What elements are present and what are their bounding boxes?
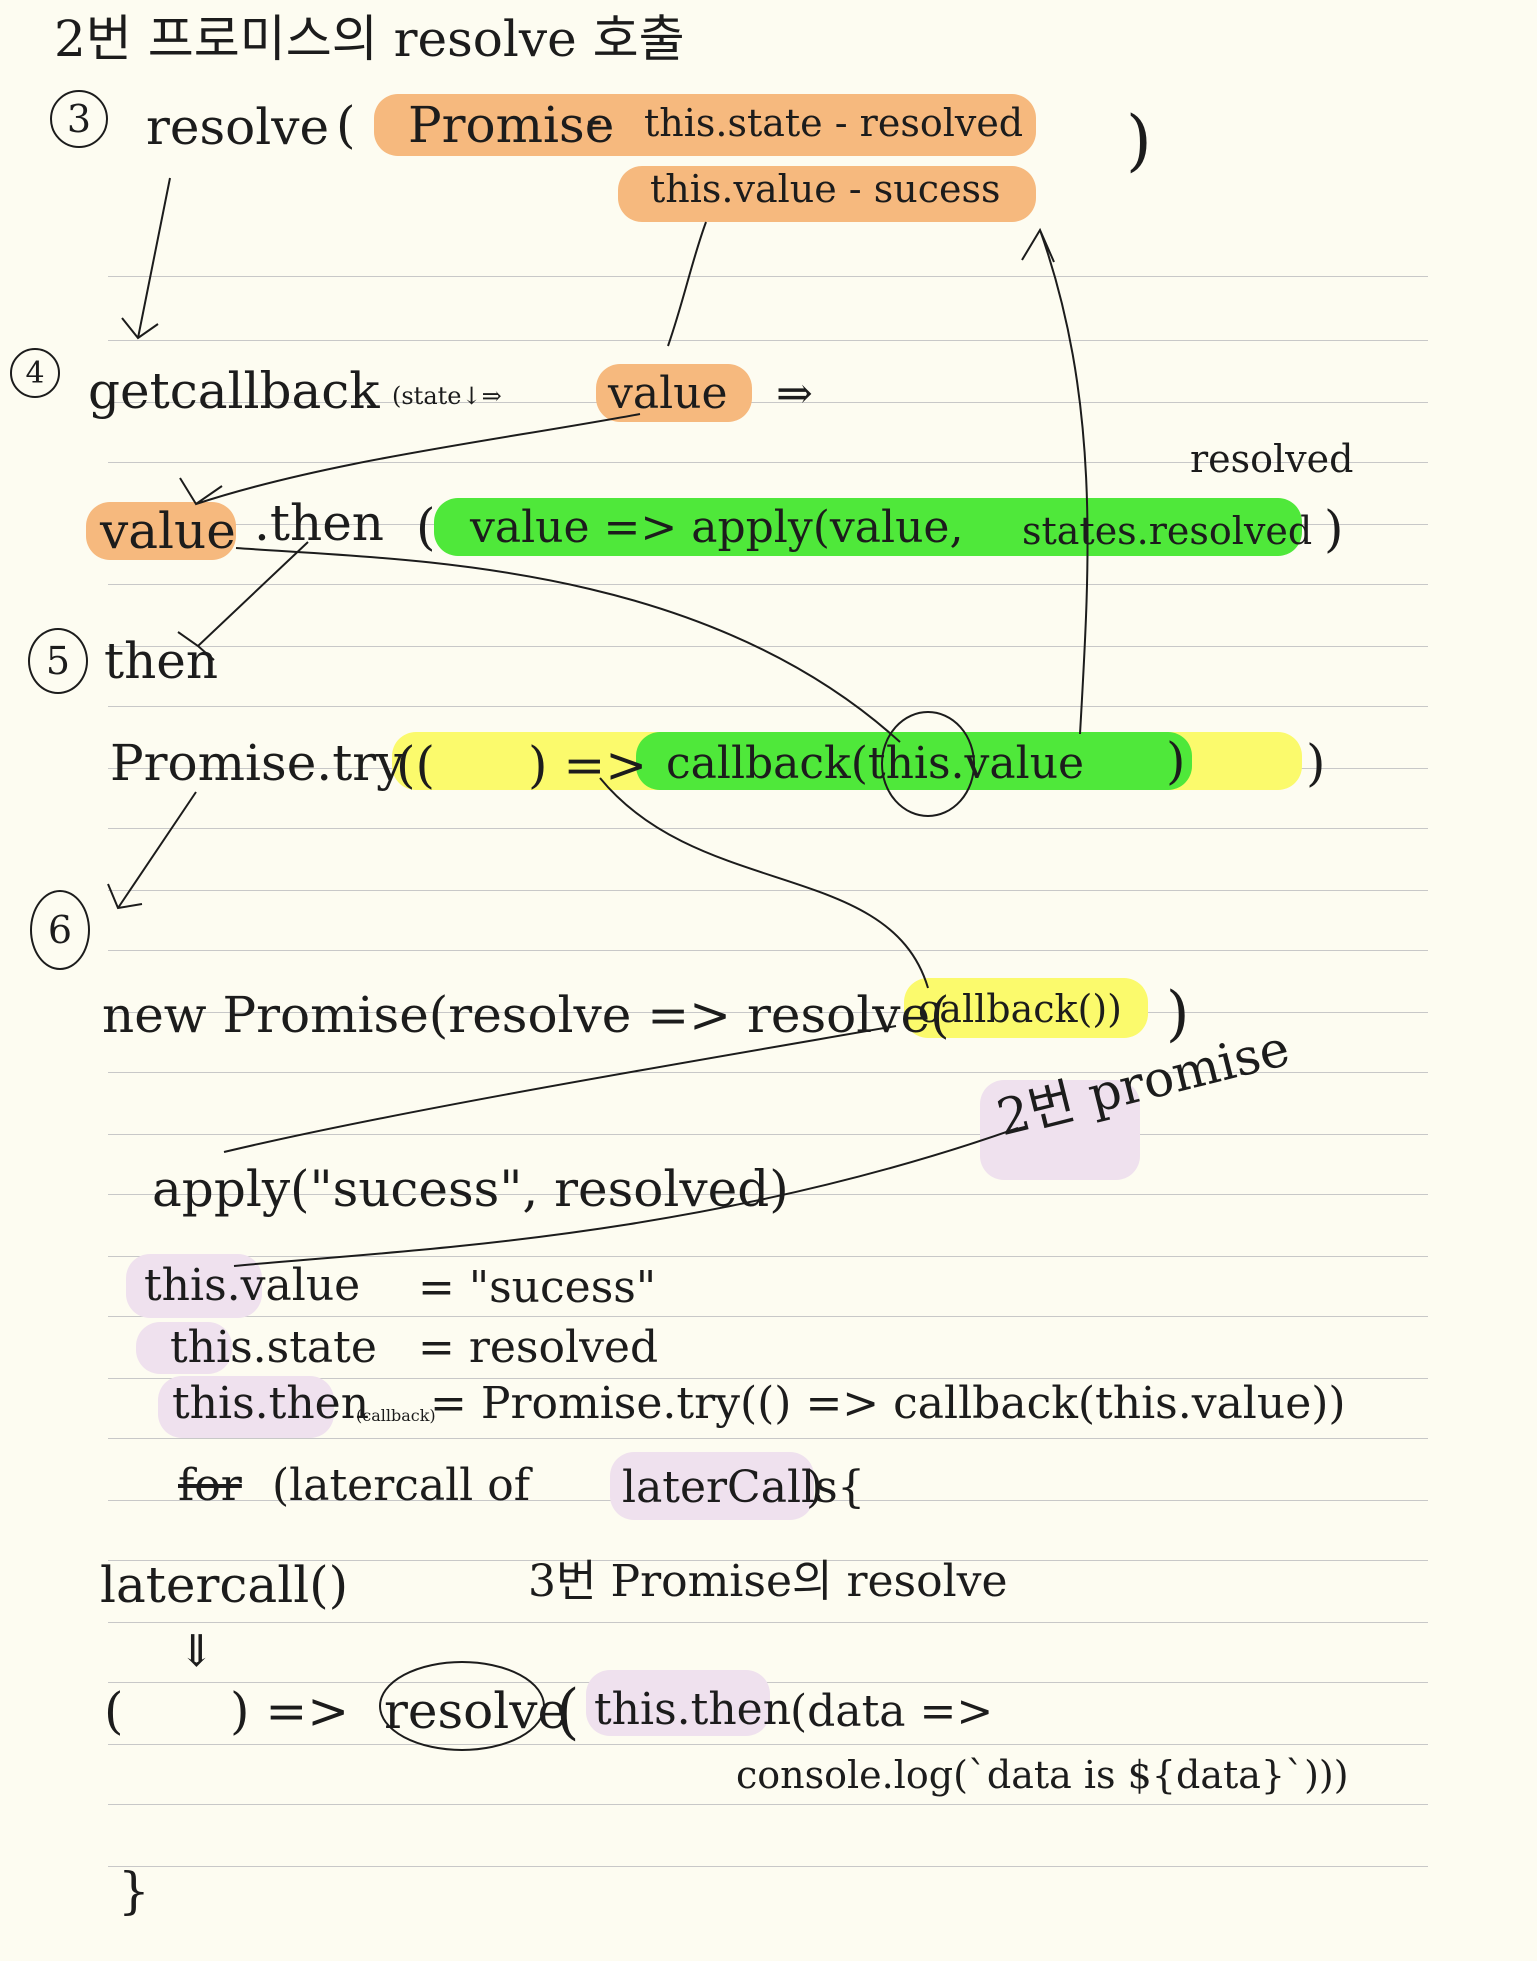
apply-call: apply("sucess", resolved) xyxy=(152,1160,789,1218)
promise-try-call: Promise.try xyxy=(110,734,405,792)
data-arrow: (data => xyxy=(790,1686,994,1737)
notebook-rule xyxy=(108,828,1428,829)
promise2-note: 2번 promise xyxy=(991,1018,1295,1148)
step-number-4: 4 xyxy=(10,348,60,398)
close-paren: ) xyxy=(1324,500,1344,558)
for-loop: (latercall of xyxy=(272,1460,531,1511)
notebook-rule xyxy=(108,1682,1428,1683)
step-number-3: 3 xyxy=(50,90,108,148)
open-parens: (( xyxy=(396,736,436,794)
step-number-5: 5 xyxy=(28,628,88,694)
step-number-6: 6 xyxy=(30,890,90,970)
open-paren: ( xyxy=(336,96,356,154)
line-value-callback xyxy=(235,547,901,743)
notebook-rule xyxy=(108,1012,1428,1013)
highlight-orange xyxy=(618,166,1036,222)
highlight-orange xyxy=(596,364,752,422)
dash: - xyxy=(586,90,603,148)
promise-label: Promise xyxy=(408,96,615,154)
highlight-purple xyxy=(610,1452,814,1520)
value-then-target: value xyxy=(100,502,236,560)
notebook-rule xyxy=(108,1560,1428,1561)
notebook-rule xyxy=(108,584,1428,585)
close-paren: ) xyxy=(1306,734,1326,792)
highlight-yellow xyxy=(904,978,1148,1038)
notebook-rule xyxy=(108,1804,1428,1805)
close-paren: ) xyxy=(1126,102,1152,179)
callback-this-value: callback(this.value xyxy=(666,738,1085,789)
callback-subscript: (callback) xyxy=(356,1406,436,1425)
arrow-fn-open: ( xyxy=(104,1682,124,1740)
notebook-rule xyxy=(108,646,1428,647)
notebook-rule xyxy=(108,1378,1428,1379)
notebook-rule xyxy=(108,1744,1428,1745)
for-close: ) { xyxy=(806,1462,866,1513)
this-state: this.state xyxy=(170,1322,377,1373)
arrow-3-to-4 xyxy=(121,177,171,340)
highlight-purple xyxy=(586,1670,770,1736)
close-paren: ) xyxy=(1166,979,1190,1049)
then-method: .then xyxy=(254,494,384,552)
resolved-note: resolved xyxy=(1190,437,1354,481)
line-callback-to-sucess xyxy=(1021,227,1089,735)
arrow-fn-close: ) => xyxy=(230,1682,350,1740)
resolve-call: resolve xyxy=(146,98,330,156)
notebook-rule xyxy=(108,276,1428,277)
resolve-word: resolve xyxy=(384,1682,568,1740)
resolve-open-paren: ( xyxy=(556,1677,580,1747)
close-paren: ) xyxy=(1166,732,1186,790)
line-callback-to-callback xyxy=(599,777,929,989)
notebook-rule xyxy=(108,402,1428,403)
notebook-rule xyxy=(108,1622,1428,1623)
page-title: 2번 프로미스의 resolve 호출 xyxy=(54,10,685,68)
value-word: value xyxy=(608,368,728,419)
for-keyword: for xyxy=(178,1460,242,1511)
promise3-note: 3번 Promise의 resolve xyxy=(528,1556,1008,1607)
arrow: ⇒ xyxy=(776,368,813,419)
line-sucess-to-value xyxy=(667,221,707,347)
state-arg: (state↓⇒ xyxy=(392,382,502,410)
state-resolved-text: this.state - resolved xyxy=(644,101,1024,145)
arrow-fn: ) => xyxy=(528,736,648,794)
highlight-orange xyxy=(374,94,1036,156)
states-resolved: states.resolved xyxy=(1022,509,1313,553)
notebook-rule xyxy=(108,1256,1428,1257)
notebook-rule xyxy=(108,706,1428,707)
notebook-rule xyxy=(108,1866,1428,1867)
notebook-rule xyxy=(108,890,1428,891)
down-arrow: ⇓ xyxy=(178,1626,215,1677)
this-then-assign: = Promise.try(() => callback(this.value)… xyxy=(430,1378,1346,1429)
apply-lambda: value => apply(value, xyxy=(470,502,964,553)
this-state-assign: = resolved xyxy=(418,1322,659,1373)
this-then: this.then xyxy=(172,1378,370,1429)
highlight-purple xyxy=(158,1376,334,1438)
this-then-call: this.then xyxy=(594,1684,792,1735)
notebook-rule xyxy=(108,462,1428,463)
closing-brace: } xyxy=(118,1862,150,1920)
value-sucess-text: this.value - sucess xyxy=(650,167,1001,211)
highlight-green xyxy=(434,498,1302,556)
highlight-purple xyxy=(136,1322,232,1374)
notebook-rule xyxy=(108,1438,1428,1439)
notebook-rule xyxy=(108,1316,1428,1317)
notebook-rule xyxy=(108,1134,1428,1135)
line-value-to-then xyxy=(179,413,641,506)
this-value-assign: = "sucess" xyxy=(418,1262,657,1313)
getcallback-call: getcallback xyxy=(88,362,380,420)
open-paren: ( xyxy=(416,498,436,556)
then-label: then xyxy=(104,632,219,690)
latercalls-word: laterCalls xyxy=(622,1462,838,1513)
notebook-rule xyxy=(108,340,1428,341)
latercall-invoke: latercall() xyxy=(100,1556,349,1614)
callback-call: callback()) xyxy=(918,987,1123,1031)
notebook-rule xyxy=(108,950,1428,951)
console-log: console.log(`data is ${data}`))) xyxy=(736,1753,1349,1797)
this-value: this.value xyxy=(144,1260,361,1311)
new-promise-line: new Promise(resolve => resolve( xyxy=(102,986,950,1044)
